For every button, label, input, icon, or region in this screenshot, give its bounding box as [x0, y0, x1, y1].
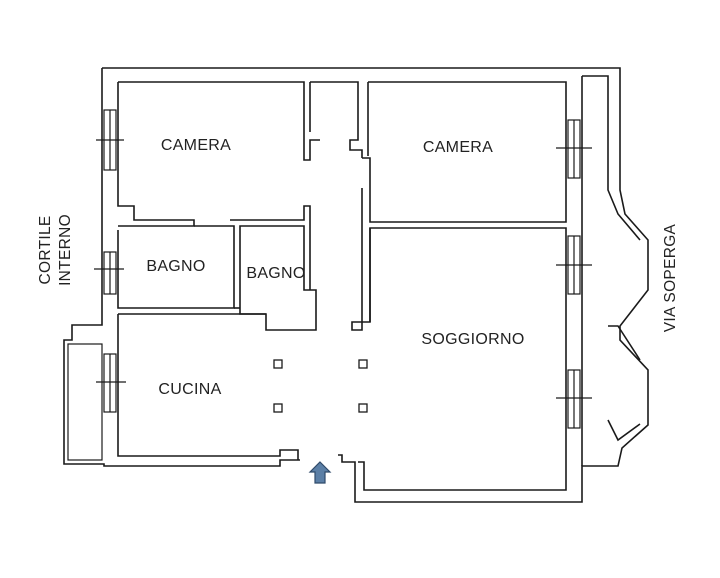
window-icon — [556, 119, 592, 179]
window-icon — [94, 251, 124, 295]
street-label: VIA SOPERGA — [662, 223, 679, 332]
courtyard-label-line-2: INTERNO — [57, 214, 74, 286]
courtyard-label: CORTILE INTERNO — [37, 214, 74, 286]
pillar-icon — [273, 359, 283, 369]
room-label-cucina: CUCINA — [158, 381, 221, 398]
window-icon — [556, 235, 592, 295]
pillar-icon — [358, 403, 368, 413]
outer-walls — [63, 67, 649, 503]
room-label-bagno-1: BAGNO — [146, 258, 205, 275]
room-label-bagno-2: BAGNO — [246, 265, 305, 282]
pillar-icon — [358, 359, 368, 369]
window-icon — [96, 109, 124, 171]
pillar-icon — [273, 403, 283, 413]
room-label-camera-right: CAMERA — [423, 139, 493, 156]
room-label-soggiorno: SOGGIORNO — [421, 331, 524, 348]
interior-walls — [117, 75, 641, 491]
courtyard-label-line-1: CORTILE — [37, 216, 54, 285]
room-label-camera-left: CAMERA — [161, 137, 231, 154]
window-icon — [556, 369, 592, 429]
entrance-arrow-icon[interactable] — [308, 461, 332, 484]
pillars — [273, 359, 368, 413]
windows — [94, 109, 592, 429]
window-icon — [96, 353, 126, 413]
